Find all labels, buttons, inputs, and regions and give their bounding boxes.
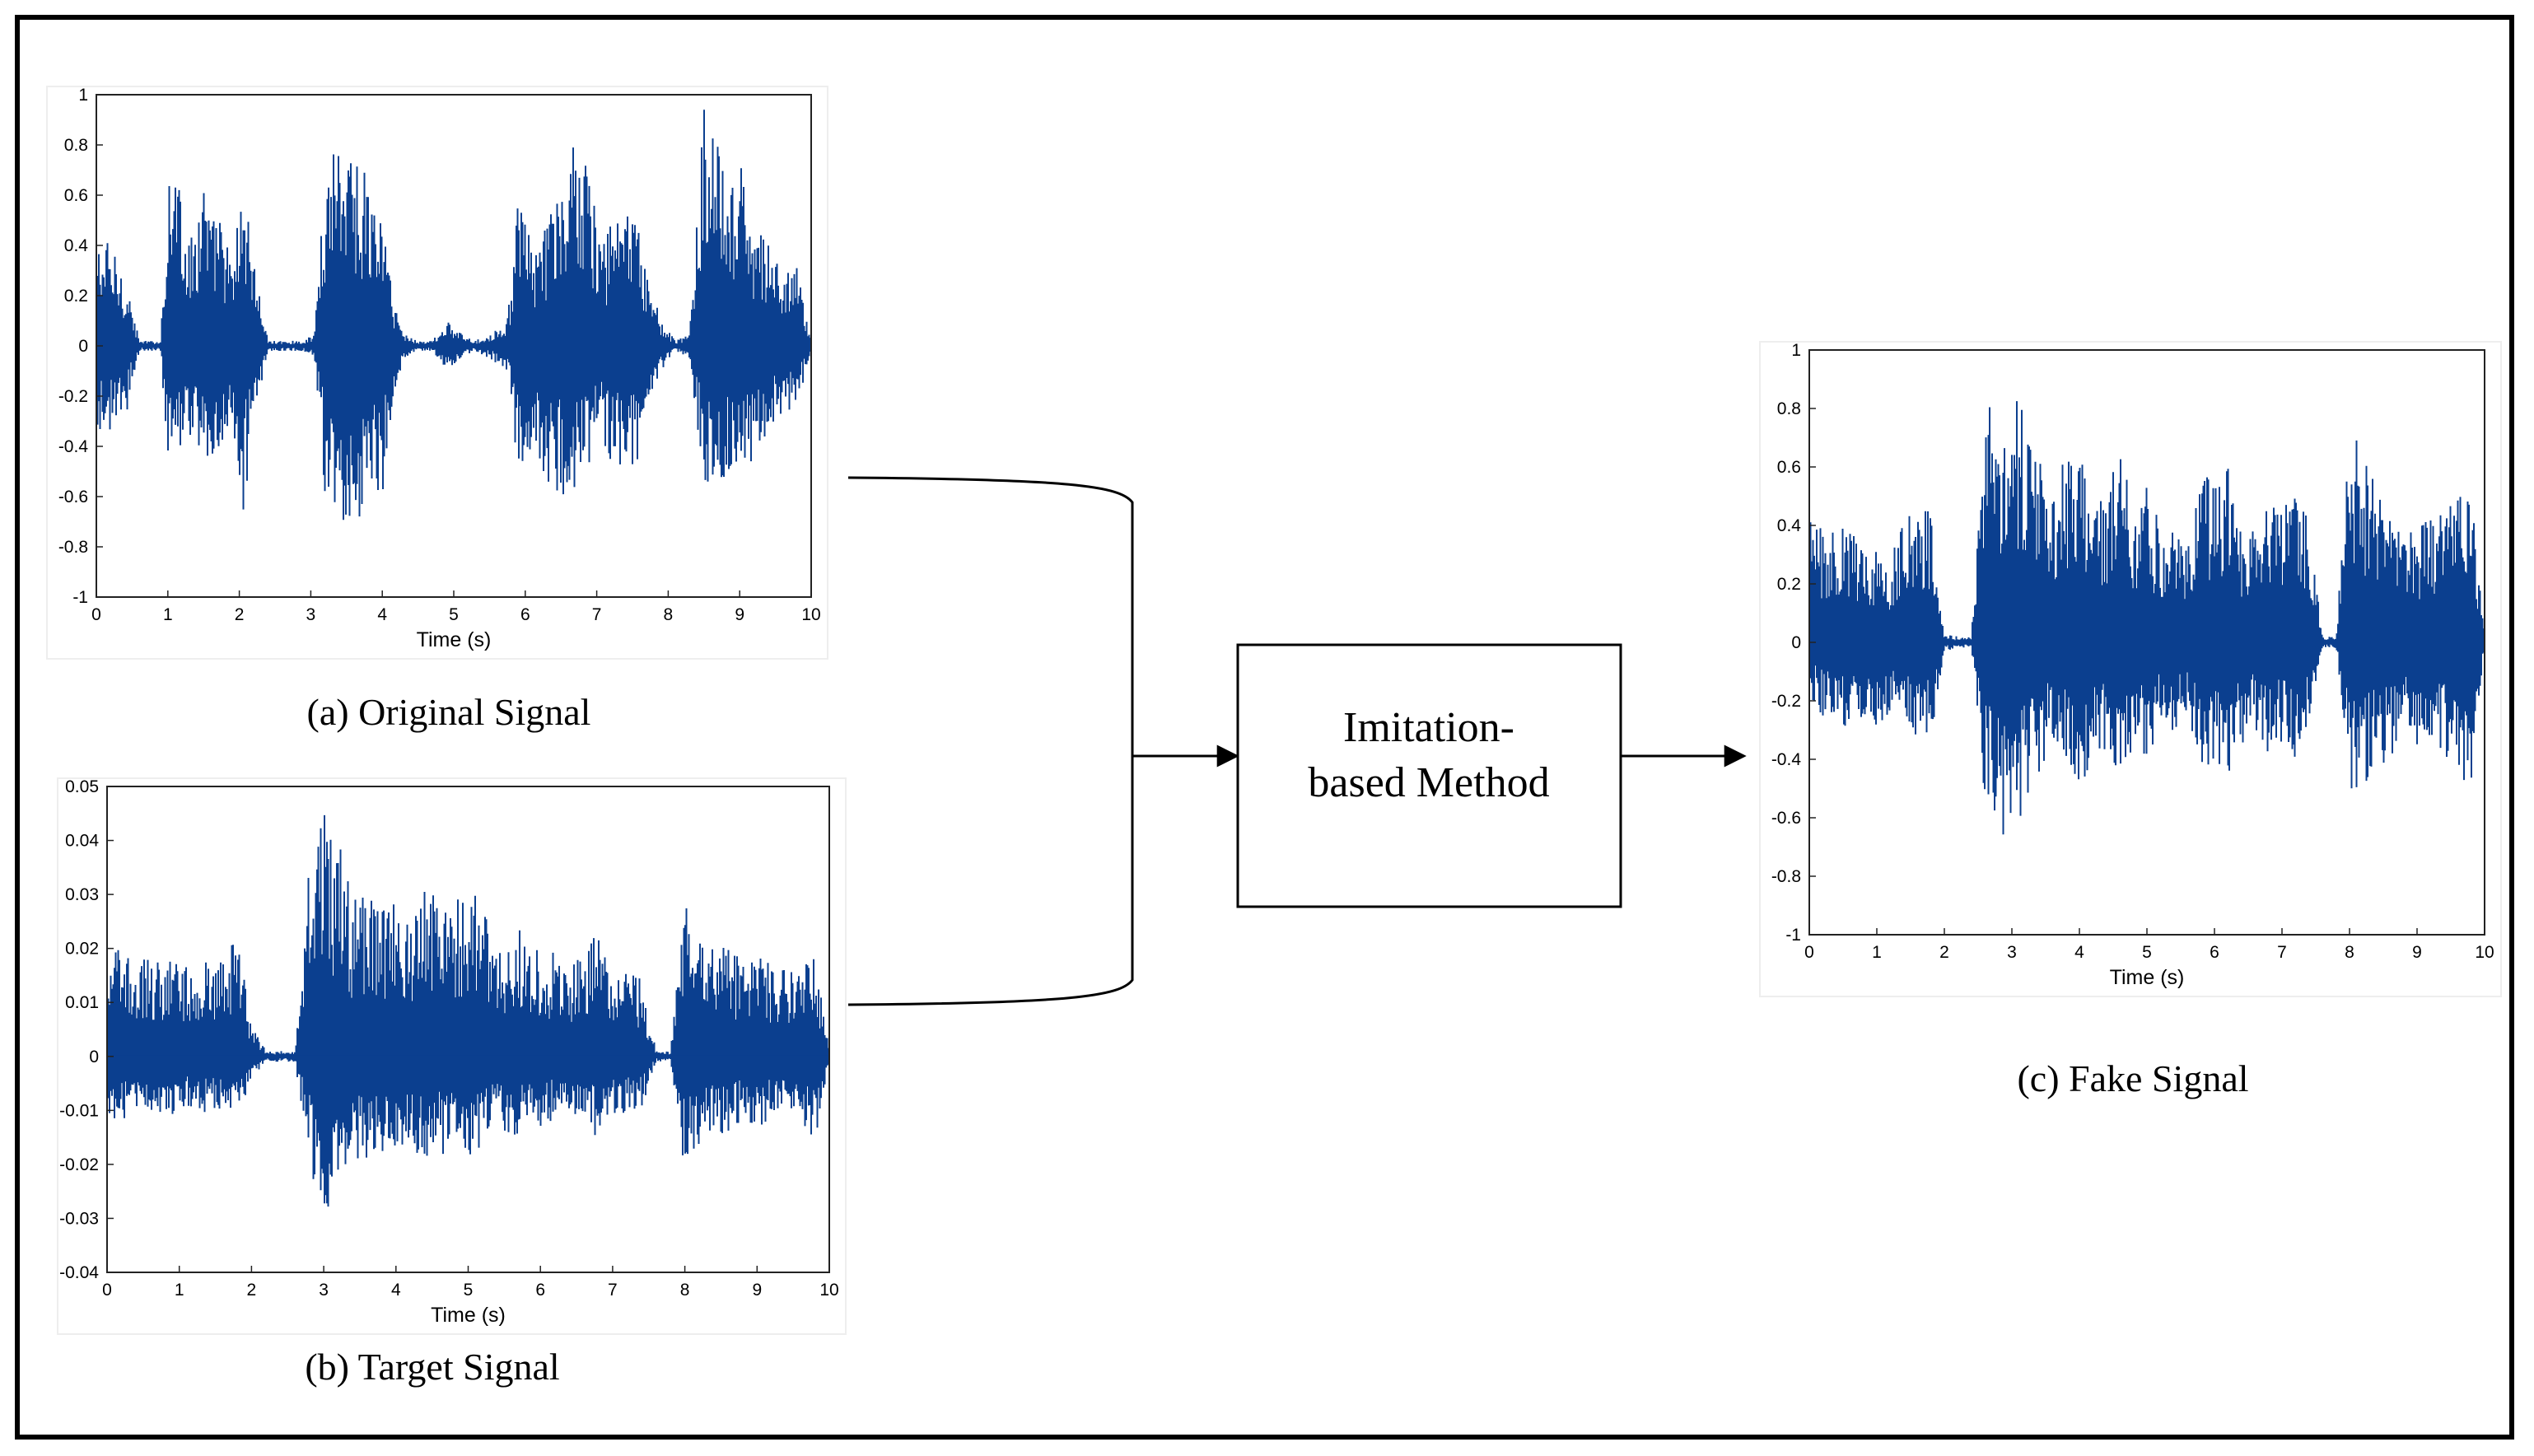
fake-xtick-label: 5: [2142, 943, 2152, 962]
original-xtick-label: 7: [592, 605, 602, 624]
fake-ytick-label: -0.2: [1771, 692, 1801, 711]
target-xtick-label: 7: [608, 1281, 618, 1300]
original-ytick-label: -0.4: [58, 437, 89, 456]
original-xtick-label: 2: [235, 605, 245, 624]
target-ytick-label: -0.02: [59, 1155, 99, 1174]
fake-xtick-label: 9: [2412, 943, 2422, 962]
target-xtick-label: 4: [391, 1281, 401, 1300]
fake-xtick-label: 0: [1804, 943, 1814, 962]
original-xtick-label: 5: [449, 605, 459, 624]
fake-xtick-label: 10: [2475, 943, 2494, 962]
original-ytick-label: 0.6: [64, 186, 88, 205]
original-xtick-label: 6: [520, 605, 530, 624]
fake-ytick-label: 1: [1791, 341, 1801, 360]
original-xtick-label: 8: [664, 605, 674, 624]
target-ytick-label: 0.02: [65, 940, 99, 959]
target-xaxis-title: Time (s): [431, 1304, 506, 1327]
fake-ytick-label: -0.8: [1771, 867, 1801, 886]
target-ytick-label: 0.04: [65, 832, 99, 851]
original-xaxis-title: Time (s): [417, 628, 492, 651]
fake-signal-chart: 0 1 2 3 4 5 6 7 8 9 10 1 0.8 0.6 0.4 0.2 0 -0.2 -0.4 -0.6 -0…: [1759, 341, 2502, 997]
target-ytick-label: 0.03: [65, 885, 99, 904]
fake-xtick-label: 3: [2007, 943, 2017, 962]
connector-from-target: [847, 756, 1134, 1006]
original-ytick-label: -0.8: [58, 538, 88, 557]
original-ytick-label: -0.2: [58, 387, 88, 406]
method-box-line2: based Method: [1308, 759, 1549, 806]
original-signal-caption: (a) Original Signal: [307, 691, 591, 733]
fake-ytick-label: -0.6: [1771, 809, 1801, 828]
target-xtick-label: 3: [319, 1281, 329, 1300]
fake-ytick-label: 0.8: [1777, 399, 1801, 418]
fake-ytick-label: 0.4: [1777, 516, 1802, 535]
target-xtick-label: 5: [464, 1281, 474, 1300]
fake-ytick-label: 0.2: [1777, 575, 1801, 594]
target-ytick-label: -0.03: [59, 1209, 99, 1228]
original-ytick-label: -1: [72, 588, 88, 607]
fake-xtick-label: 8: [2345, 943, 2354, 962]
target-ytick-label: 0: [89, 1048, 99, 1066]
original-ytick-label: -0.6: [58, 488, 88, 506]
target-xtick-label: 6: [535, 1281, 545, 1300]
target-ytick-label: 0.05: [65, 777, 99, 796]
original-signal-chart: 0 1 2 3 4 5 6 7 8 9 10 1 0.8 0.6 0.4 0.2 0 -0.2 -0.4 -0.6 -0…: [46, 86, 828, 660]
fake-xtick-label: 4: [2074, 943, 2084, 962]
fake-ytick-label: -0.4: [1771, 750, 1802, 769]
original-ytick-label: 0.4: [64, 236, 89, 255]
method-box: [1236, 643, 1622, 908]
target-signal-chart: 0 1 2 3 4 5 6 7 8 9 10 0.05 0.04 0.03 0.02 0.01 0 -0.01 -0…: [57, 777, 847, 1335]
fake-ytick-label: 0.6: [1777, 458, 1801, 477]
original-xtick-label: 9: [735, 605, 744, 624]
fake-xtick-label: 1: [1872, 943, 1882, 962]
target-xtick-label: 10: [819, 1281, 838, 1300]
target-xtick-label: 1: [175, 1281, 184, 1300]
fake-ytick-label: 0: [1791, 633, 1801, 652]
fake-xtick-label: 2: [1939, 943, 1949, 962]
target-xtick-label: 2: [247, 1281, 257, 1300]
original-ytick-label: 0.2: [64, 287, 88, 306]
target-xtick-label: 9: [752, 1281, 762, 1300]
connector-from-original: [847, 476, 1134, 756]
original-xtick-label: 3: [306, 605, 316, 624]
target-xtick-label: 0: [102, 1281, 112, 1300]
original-xtick-label: 10: [801, 605, 820, 624]
fake-ytick-label: -1: [1785, 926, 1801, 945]
target-signal-caption: (b) Target Signal: [305, 1346, 559, 1388]
original-ytick-label: 0.8: [64, 136, 88, 155]
original-ytick-label: 1: [78, 86, 88, 105]
original-xtick-label: 0: [91, 605, 101, 624]
figure-frame: [15, 15, 2514, 1440]
fake-xaxis-title: Time (s): [2110, 966, 2185, 989]
original-ytick-label: 0: [78, 337, 88, 356]
original-xtick-label: 4: [377, 605, 387, 624]
target-ytick-label: 0.01: [65, 993, 99, 1012]
original-xtick-label: 1: [163, 605, 173, 624]
target-xtick-label: 8: [680, 1281, 690, 1300]
target-ytick-label: -0.04: [59, 1263, 99, 1282]
method-box-line1: Imitation-: [1343, 704, 1514, 751]
fake-xtick-label: 6: [2210, 943, 2219, 962]
fake-xtick-label: 7: [2277, 943, 2287, 962]
fake-signal-caption: (c) Fake Signal: [2017, 1057, 2248, 1099]
target-ytick-label: -0.01: [59, 1101, 99, 1120]
